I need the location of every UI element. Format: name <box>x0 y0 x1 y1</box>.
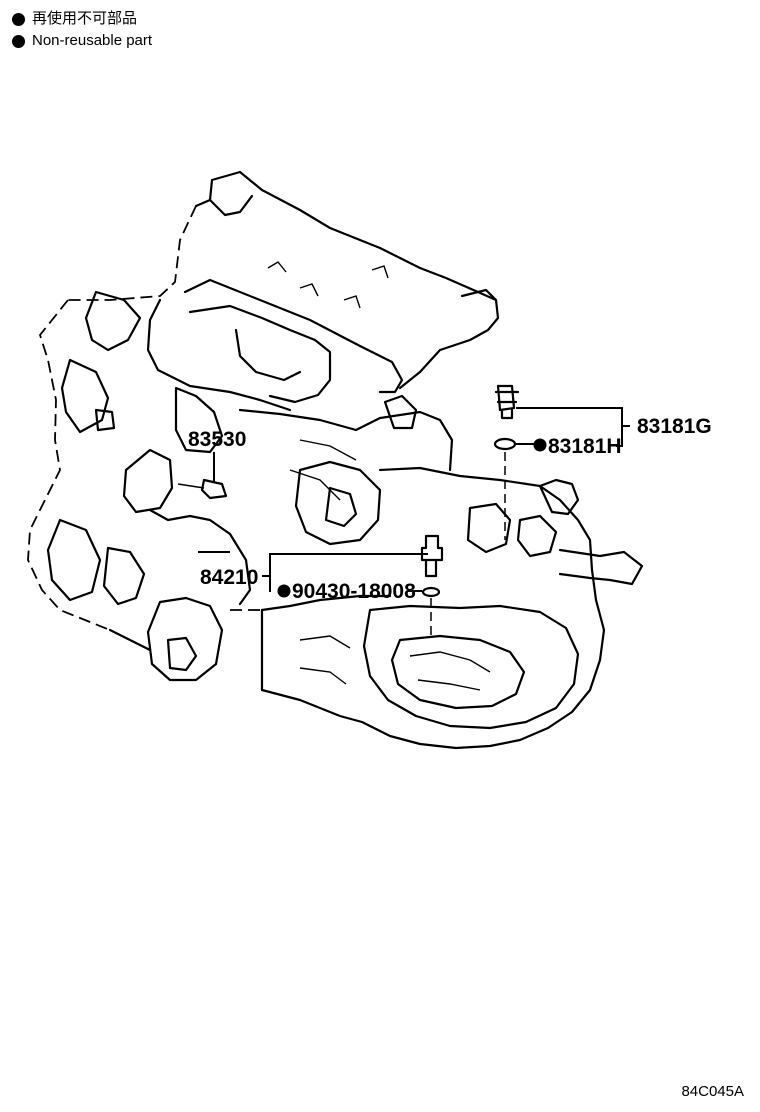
illustration-code: 84C045A <box>681 1083 744 1100</box>
legend-label-japanese: 再使用不可部品 <box>32 10 138 27</box>
legend-row-english: Non-reusable part <box>12 30 152 52</box>
part-label-83530[interactable]: 83530 <box>188 428 246 451</box>
non-reusable-dot-icon <box>533 438 547 452</box>
part-label-90430-18008[interactable]: 90430-18008 <box>292 580 416 603</box>
bullet-dot-icon <box>12 12 25 26</box>
non-reusable-dot-icon <box>277 584 291 598</box>
part-label-83181H[interactable]: 83181H <box>548 435 622 458</box>
legend-label-english: Non-reusable part <box>32 32 153 49</box>
legend: 再使用不可部品 Non-reusable part <box>12 8 152 52</box>
part-label-84210[interactable]: 84210 <box>200 566 258 589</box>
leader-lines <box>198 407 630 636</box>
engine-assembly-illustration <box>27 170 644 750</box>
part-labels: 83181G 83181H 83530 84210 90430-18008 <box>188 415 712 603</box>
bullet-dot-icon <box>12 34 25 48</box>
legend-row-japanese: 再使用不可部品 <box>12 8 152 30</box>
part-label-83181G[interactable]: 83181G <box>637 415 712 438</box>
